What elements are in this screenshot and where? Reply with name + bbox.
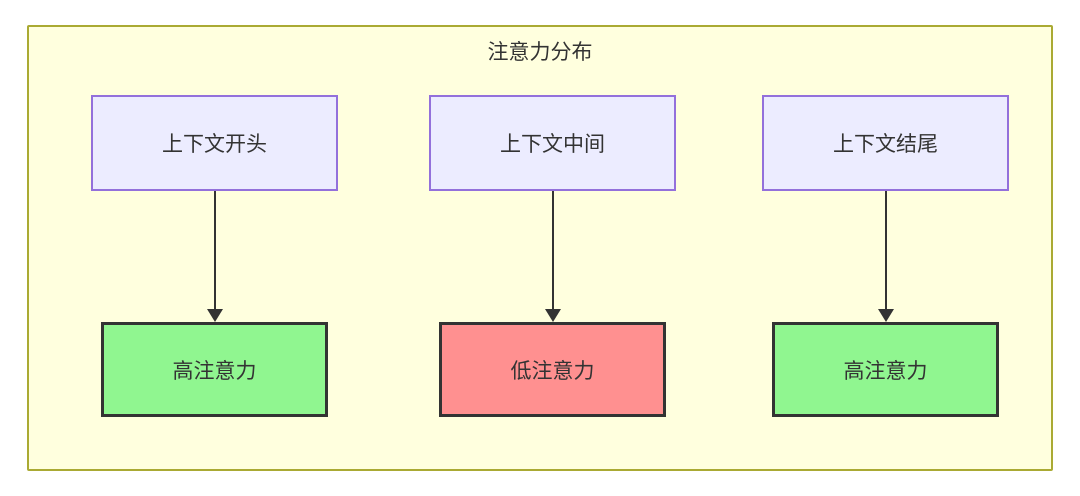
arrow-line (213, 191, 216, 309)
attention-distribution-subgraph: 注意力分布 上下文开头 高注意力 上下文中间 低注意力 上下文结尾 高注意力 (27, 25, 1053, 471)
node-high-attention-2: 高注意力 (772, 322, 999, 417)
arrow-head-icon (206, 309, 223, 322)
arrow-head-icon (544, 309, 561, 322)
diagram-title: 注意力分布 (487, 41, 593, 64)
node-context-end: 上下文结尾 (762, 95, 1009, 191)
arrow-beginning-to-attention (206, 191, 223, 322)
column-context-middle: 上下文中间 低注意力 (429, 95, 676, 417)
node-context-beginning: 上下文开头 (91, 95, 338, 191)
arrow-end-to-attention (877, 191, 894, 322)
arrow-line (551, 191, 554, 309)
arrow-line (884, 191, 887, 309)
column-context-end: 上下文结尾 高注意力 (762, 95, 1009, 417)
arrow-head-icon (877, 309, 894, 322)
node-context-middle: 上下文中间 (429, 95, 676, 191)
node-low-attention: 低注意力 (439, 322, 666, 417)
arrow-middle-to-attention (544, 191, 561, 322)
column-context-beginning: 上下文开头 高注意力 (91, 95, 338, 417)
node-high-attention-1: 高注意力 (101, 322, 328, 417)
